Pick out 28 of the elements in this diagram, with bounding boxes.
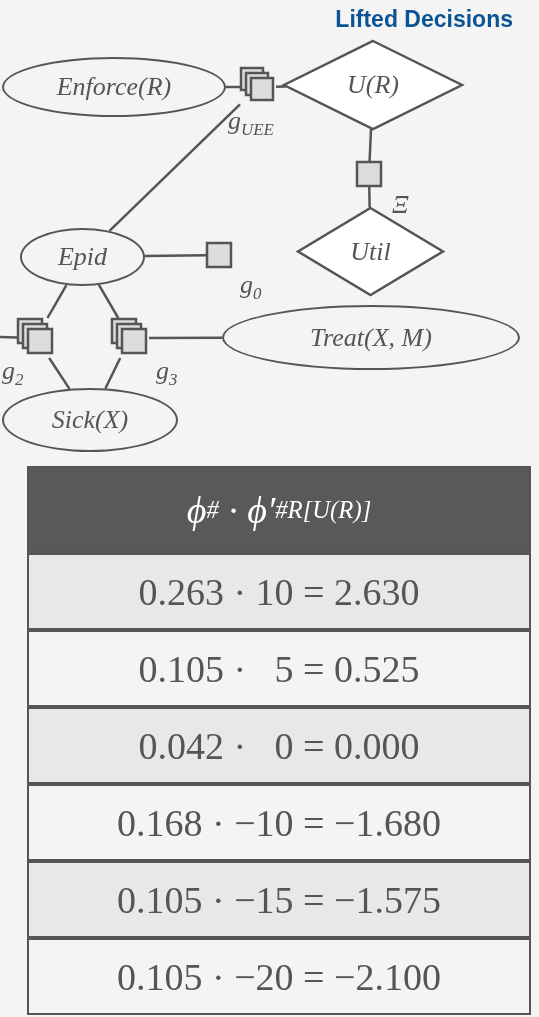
connector-line [0,335,18,339]
variable-ellipse: Enforce(R) [2,57,226,117]
connector-line [104,357,122,390]
factor-label: g$_{2}$ [2,358,24,390]
connector-line [97,284,120,319]
title: Lifted Decisions [335,6,513,33]
variable-ellipse: Epid [20,228,145,286]
variable-ellipse: Sick(X) [2,388,178,452]
connector-line [368,186,371,208]
table-cell: 0.263 · 10 = 2.630 [27,553,531,630]
factor-label: g$_{3}$ [156,358,178,390]
connector-line [108,103,241,232]
connector-line [144,253,206,258]
factor-label: g$_{0}$ [240,272,262,304]
connector-line [48,357,71,390]
connector-line [149,336,222,340]
table-cell: 0.105 · 5 = 0.525 [27,630,531,707]
connector-line [275,85,287,88]
table-cell: 0.105 · −15 = −1.575 [27,861,531,938]
table-cell: 0.042 · 0 = 0.000 [27,707,531,784]
factor-square [206,242,232,268]
connector-line [46,284,68,319]
variable-ellipse: Treat(X, M) [222,305,520,370]
factor-square [356,161,382,187]
decision-diamond: U(R) [283,40,463,130]
table-cell: 0.168 · −10 = −1.680 [27,784,531,861]
table-cell: 0.105 · −20 = −2.100 [27,938,531,1015]
connector-line [368,128,373,162]
